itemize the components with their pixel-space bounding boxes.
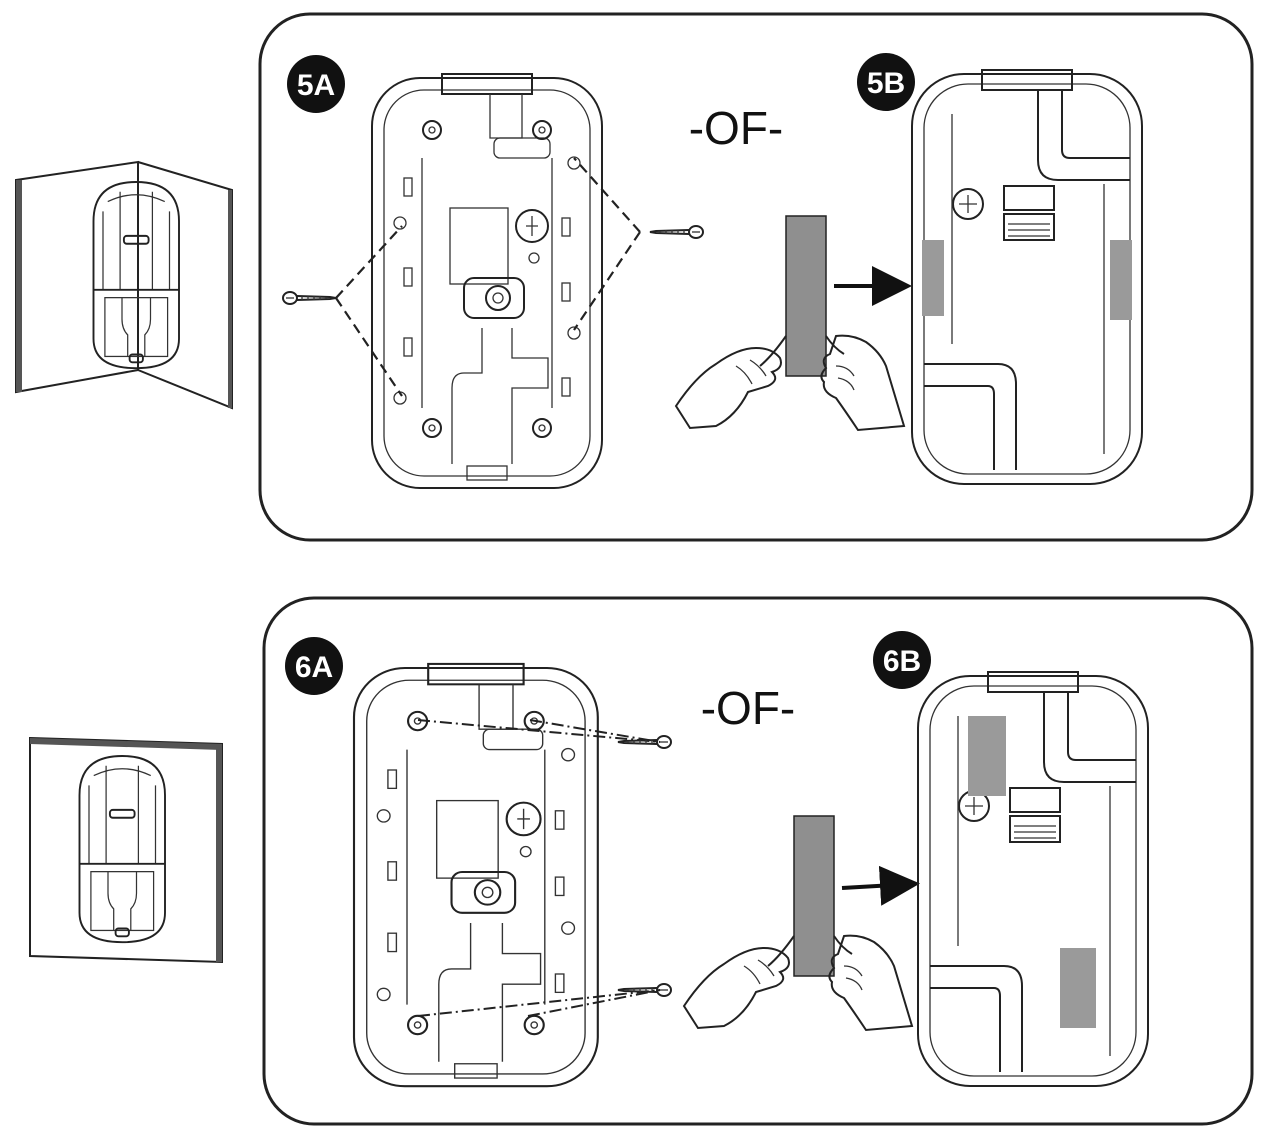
badge-circle <box>287 55 345 113</box>
step-badge-5b: 5B <box>857 53 915 111</box>
hand-icon <box>683 815 913 1031</box>
panel-5-frame <box>258 12 1254 542</box>
badge-label-6a: 6A <box>295 651 333 684</box>
adhesive-pad <box>1110 240 1132 320</box>
badge-label-5a: 5A <box>297 69 335 102</box>
panel-5: 5A -OF- 5B <box>15 12 1254 542</box>
screw-icon <box>282 291 337 305</box>
corner-mount-illustration <box>15 160 233 410</box>
step-badge-5a: 5A <box>287 55 345 113</box>
adhesive-pad <box>968 716 1006 796</box>
screw-mount-illustration-5a <box>282 73 704 489</box>
panel-6-frame <box>262 596 1254 1126</box>
motion-detector-icon <box>78 755 166 944</box>
hand-icon <box>675 215 905 431</box>
arrow-right-icon <box>841 865 920 906</box>
adhesive-pad <box>1060 948 1096 1028</box>
panel-6: 6A -OF- 6B <box>29 596 1254 1126</box>
adhesive-pad <box>922 240 944 316</box>
badge-label-6b: 6B <box>883 645 921 678</box>
screw-icon <box>649 225 704 239</box>
adhesive-mount-illustration-5b <box>675 69 1143 485</box>
motion-detector-icon <box>92 181 180 370</box>
step-badge-6b: 6B <box>873 631 931 689</box>
separator-text: -OF- <box>701 682 796 734</box>
badge-label-5b: 5B <box>867 67 905 100</box>
step-badge-6a: 6A <box>285 637 343 695</box>
screw-mount-illustration-6a <box>352 662 672 1088</box>
adhesive-mount-illustration-6b <box>683 671 1149 1087</box>
separator-text: -OF- <box>689 102 784 154</box>
flat-wall-mount-illustration <box>29 736 223 964</box>
screw-icon <box>617 735 672 749</box>
